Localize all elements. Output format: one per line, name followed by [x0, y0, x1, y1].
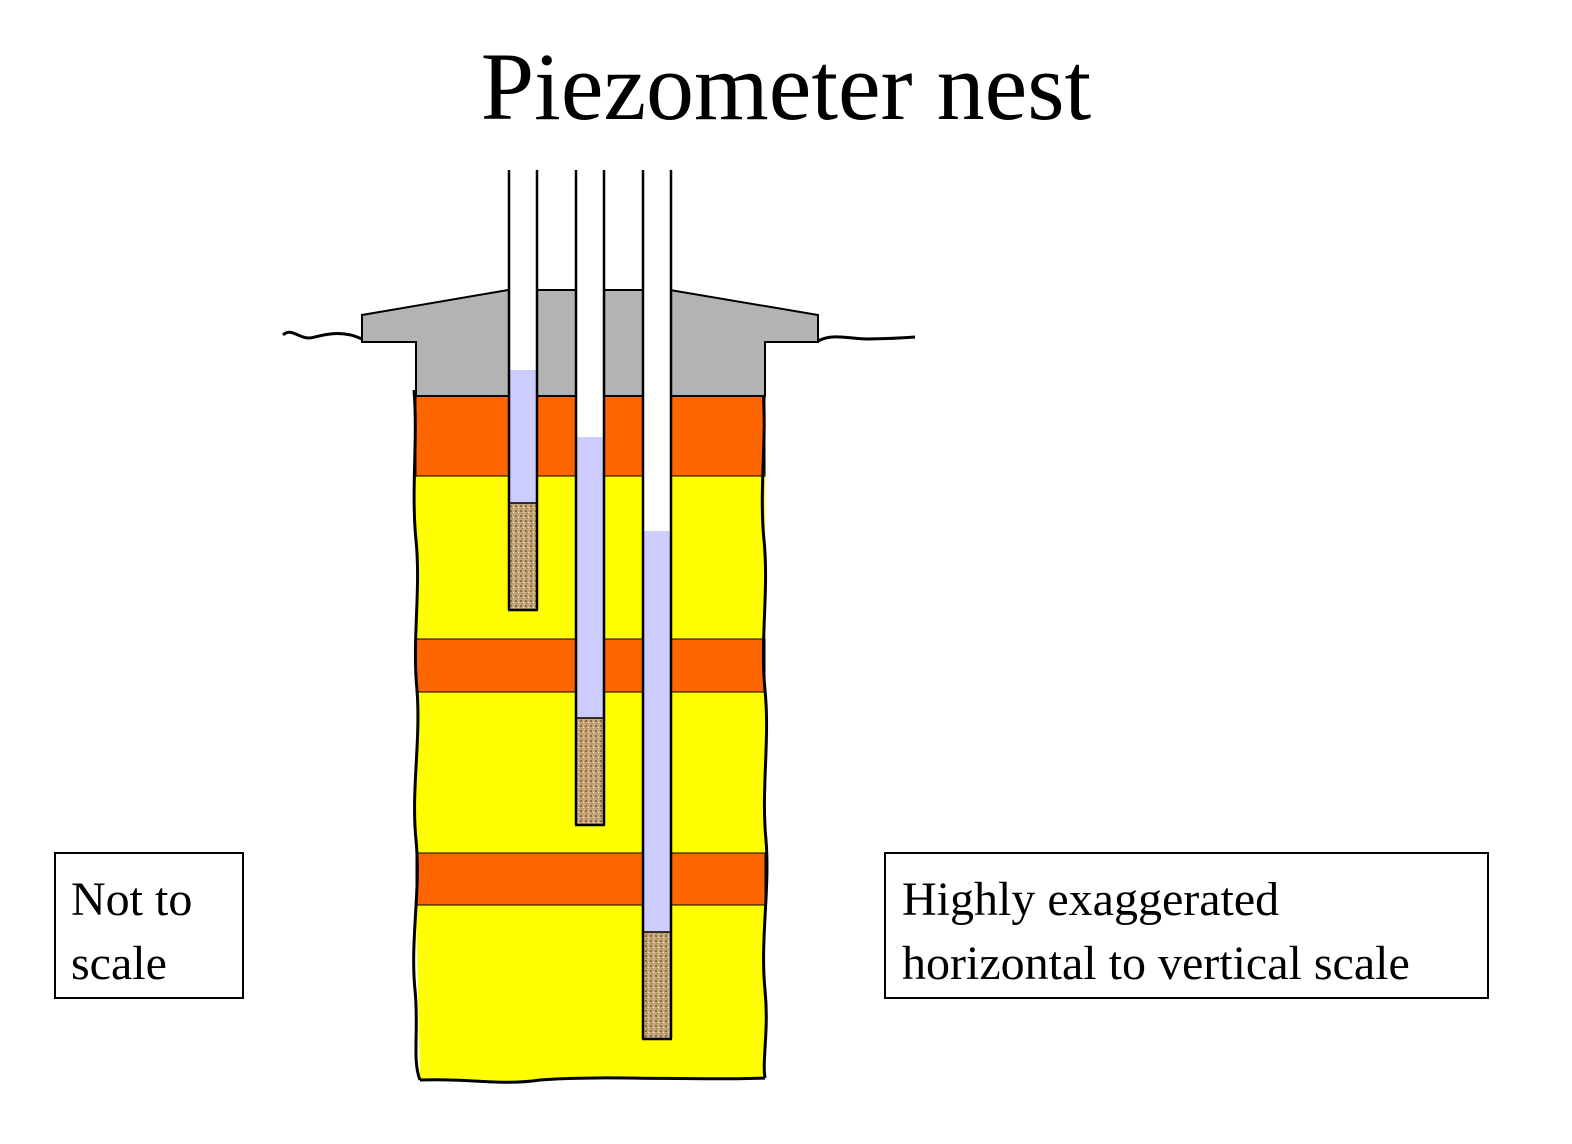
note-line-2: scale: [71, 937, 167, 990]
sand-layer-3: [416, 905, 765, 1083]
water-column-deep: [643, 531, 671, 932]
water-column-intermediate: [576, 437, 604, 718]
clay-layer-3: [415, 852, 766, 906]
borehole-bottom: [419, 1076, 766, 1084]
note-line-1: Not to: [71, 873, 193, 926]
borehole-left-wall: [412, 389, 422, 1081]
water-column-shallow: [509, 370, 537, 503]
not-to-scale-note: Not to scale: [54, 852, 244, 999]
page-title: Piezometer nest: [480, 33, 1092, 140]
note-line-2: horizontal to vertical scale: [902, 937, 1410, 990]
exaggeration-note: Highly exaggerated horizontal to vertica…: [884, 852, 1489, 999]
screen-shallow: [509, 503, 537, 610]
ground-surface-left: [281, 330, 363, 341]
note-line-1: Highly exaggerated: [902, 873, 1280, 926]
screen-deep: [643, 932, 671, 1039]
borehole-right-wall: [760, 389, 769, 1079]
screen-intermediate: [576, 718, 604, 825]
piezometer-shallow: [507, 170, 539, 612]
piezometer-intermediate: [574, 170, 606, 827]
piezometer-deep: [641, 170, 673, 1041]
ground-surface-right: [817, 335, 916, 343]
